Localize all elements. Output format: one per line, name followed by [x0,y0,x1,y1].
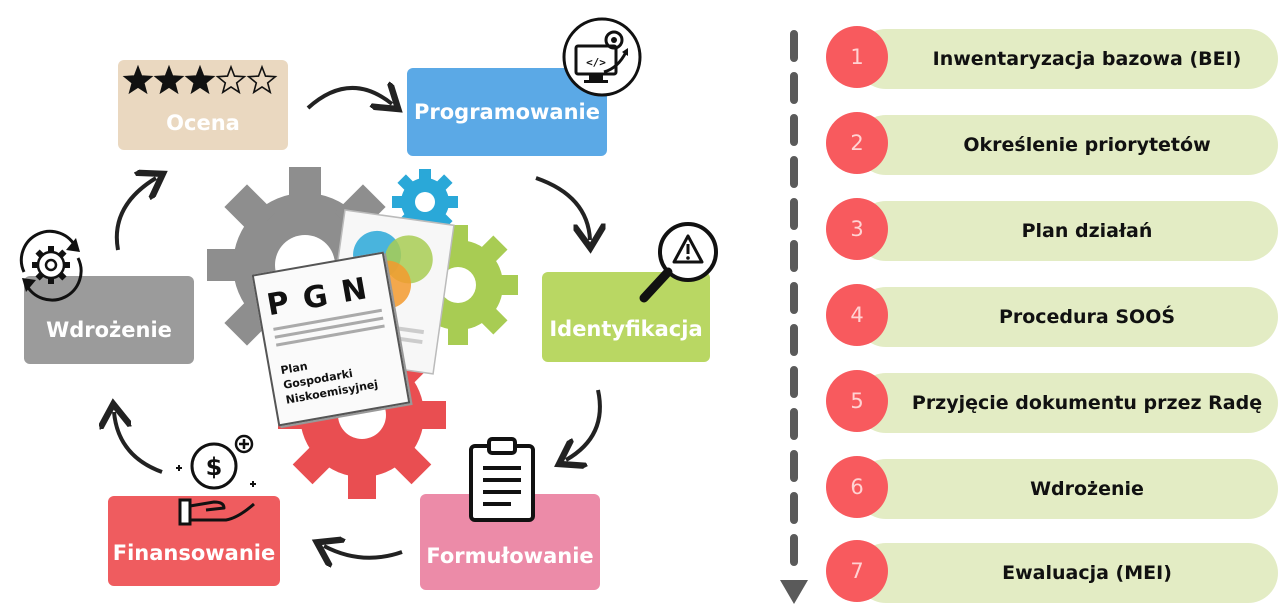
timeline-arrow [780,30,808,604]
identyfikacja-box: Identyfikacja [542,272,710,362]
step-number-badge: 2 [826,112,888,174]
step-label: Inwentaryzacja bazowa (BEI) [856,29,1278,89]
step-number-badge: 4 [826,284,888,346]
star-filled-icon [184,64,216,95]
step-number-badge: 3 [826,198,888,260]
finansowanie-box: Finansowanie [108,496,280,586]
cycle-arrows [0,0,780,607]
wdrozenie-box: Wdrożenie [24,276,194,364]
step-number-badge: 7 [826,540,888,602]
svg-text:</>: </> [586,56,606,69]
star-empty-icon [246,64,278,95]
step-label: Procedura SOOŚ [856,287,1278,347]
arrow-formulowanie-to-finansowanie [324,546,403,558]
step-number-badge: 5 [826,370,888,432]
arrow-wdrozenie-to-ocena [114,178,156,251]
hand-coin-icon: $ [176,434,256,526]
arrow-identyfikacja-to-formulowanie [566,389,602,460]
step-label: Wdrożenie [856,459,1278,519]
step-number-badge: 6 [826,456,888,518]
magnifier-warning-icon [639,222,718,303]
finansowanie-label: Finansowanie [112,541,276,565]
star-rating-icon [122,64,278,95]
step-item: Inwentaryzacja bazowa (BEI)1 [826,26,1278,90]
step-label: Ewaluacja (MEI) [856,543,1278,603]
step-item: Ewaluacja (MEI)7 [826,540,1278,604]
star-filled-icon [122,64,154,95]
identyfikacja-label: Identyfikacja [549,317,703,341]
arrow-ocena-to-programowanie [306,88,392,108]
star-filled-icon [153,64,185,95]
clipboard-icon [469,437,535,522]
svg-text:$: $ [206,453,223,481]
wdrozenie-label: Wdrożenie [46,318,172,342]
star-empty-icon [215,64,247,95]
ocena-label: Ocena [166,111,240,135]
arrow-finansowanie-to-wdrozenie [114,412,163,474]
step-label: Plan działań [856,201,1278,261]
programowanie-label: Programowanie [413,100,600,124]
arrow-programowanie-to-identyfikacja [535,176,590,240]
step-label: Przyjęcie dokumentu przez Radę [856,373,1278,433]
gear-cycle-icon [19,229,83,302]
step-number-badge: 1 [826,26,888,88]
step-label: Określenie priorytetów [856,115,1278,175]
formulowanie-label: Formułowanie [426,544,594,568]
code-monitor-icon: </> [562,17,642,97]
